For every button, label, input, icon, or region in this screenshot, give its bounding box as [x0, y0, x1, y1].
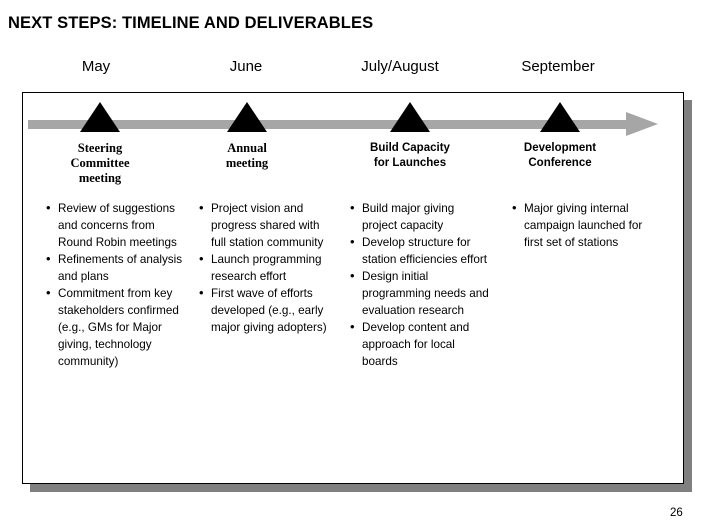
bullet-item: • Refinements of analysis and plans — [45, 251, 185, 285]
bullet-item: • Major giving internal campaign launched… — [511, 200, 651, 251]
milestone-caption-line: meeting — [225, 156, 269, 170]
bullet-text: Build major giving project capacity — [362, 202, 455, 232]
bullet-text: Develop content and approach for local b… — [362, 321, 470, 368]
timeline-arrow — [28, 111, 662, 137]
bullet-text: Launch programming research effort — [211, 253, 322, 283]
bullet-item: • First wave of efforts developed (e.g., … — [198, 285, 334, 336]
milestone-caption-line: Annual — [227, 141, 267, 155]
milestone-caption-line: meeting — [78, 171, 122, 185]
month-label-june: June — [229, 58, 263, 75]
bullet-item: • Build major giving project capacity — [349, 200, 489, 234]
bullet-dot-icon: • — [46, 285, 51, 300]
bullet-text: Review of suggestions and concerns from … — [58, 202, 177, 249]
frame-shadow-bottom — [30, 484, 692, 492]
month-label-september: September — [521, 58, 595, 75]
timeline-arrow-shaft — [28, 120, 628, 129]
page-title: NEXT STEPS: TIMELINE AND DELIVERABLES — [8, 14, 374, 32]
month-label-may: May — [81, 58, 111, 75]
bullet-text: First wave of efforts developed (e.g., e… — [211, 287, 327, 334]
bullet-text: Refinements of analysis and plans — [58, 253, 183, 283]
bullet-dot-icon: • — [46, 251, 51, 266]
bullet-item: • Launch programming research effort — [198, 251, 334, 285]
bullet-dot-icon: • — [350, 234, 355, 249]
bullet-dot-icon: • — [46, 200, 51, 215]
bullet-text: Commitment from key stakeholders confirm… — [58, 287, 179, 368]
bullet-text: Design initial programming needs and eva… — [362, 270, 489, 317]
bullet-text: Major giving internal campaign launched … — [524, 202, 643, 249]
bullet-item: • Develop content and approach for local … — [349, 319, 489, 370]
may-column: • Review of suggestions and concerns from… — [45, 200, 185, 370]
timeline-arrow-head-icon — [626, 112, 658, 136]
bullet-text: Develop structure for station efficienci… — [362, 236, 487, 266]
bullet-item: • Project vision and progress shared with… — [198, 200, 334, 251]
bullet-dot-icon: • — [199, 251, 204, 266]
september-column: • Major giving internal campaign launched… — [511, 200, 651, 251]
milestone-triangle-icon-1 — [80, 102, 120, 132]
milestone-caption-line: Committee — [70, 156, 130, 170]
bullet-dot-icon: • — [350, 200, 355, 215]
bullet-dot-icon: • — [512, 200, 517, 215]
page-number: 26 — [670, 507, 683, 519]
june-column: • Project vision and progress shared with… — [198, 200, 334, 336]
milestone-caption-line: Build Capacity — [370, 142, 450, 154]
bullet-dot-icon: • — [199, 200, 204, 215]
month-label-july-august: July/August — [361, 58, 439, 75]
milestone-caption-line: Steering — [77, 141, 123, 155]
month-header-row: May June July/August September — [0, 58, 706, 86]
milestone-caption-line: Conference — [528, 157, 592, 169]
milestone-caption-line: for Launches — [373, 157, 447, 169]
milestone-triangle-icon-3 — [390, 102, 430, 132]
milestone-caption-line: Development — [523, 142, 597, 154]
bullet-dot-icon: • — [350, 319, 355, 334]
bullet-text: Project vision and progress shared with … — [211, 202, 324, 249]
bullet-item: • Review of suggestions and concerns from… — [45, 200, 185, 251]
bullet-item: • Design initial programming needs and ev… — [349, 268, 489, 319]
milestone-triangle-icon-2 — [227, 102, 267, 132]
timeline-frame — [22, 92, 684, 484]
bullet-dot-icon: • — [350, 268, 355, 283]
frame-shadow-right — [684, 100, 692, 492]
milestone-caption-3: Build Capacity for Launches — [325, 141, 495, 171]
milestone-triangle-icon-4 — [540, 102, 580, 132]
july-august-column: • Build major giving project capacity • Dev… — [349, 200, 489, 370]
bullet-item: • Develop structure for station efficienc… — [349, 234, 489, 268]
bullet-item: • Commitment from key stakeholders confir… — [45, 285, 185, 370]
bullet-dot-icon: • — [199, 285, 204, 300]
